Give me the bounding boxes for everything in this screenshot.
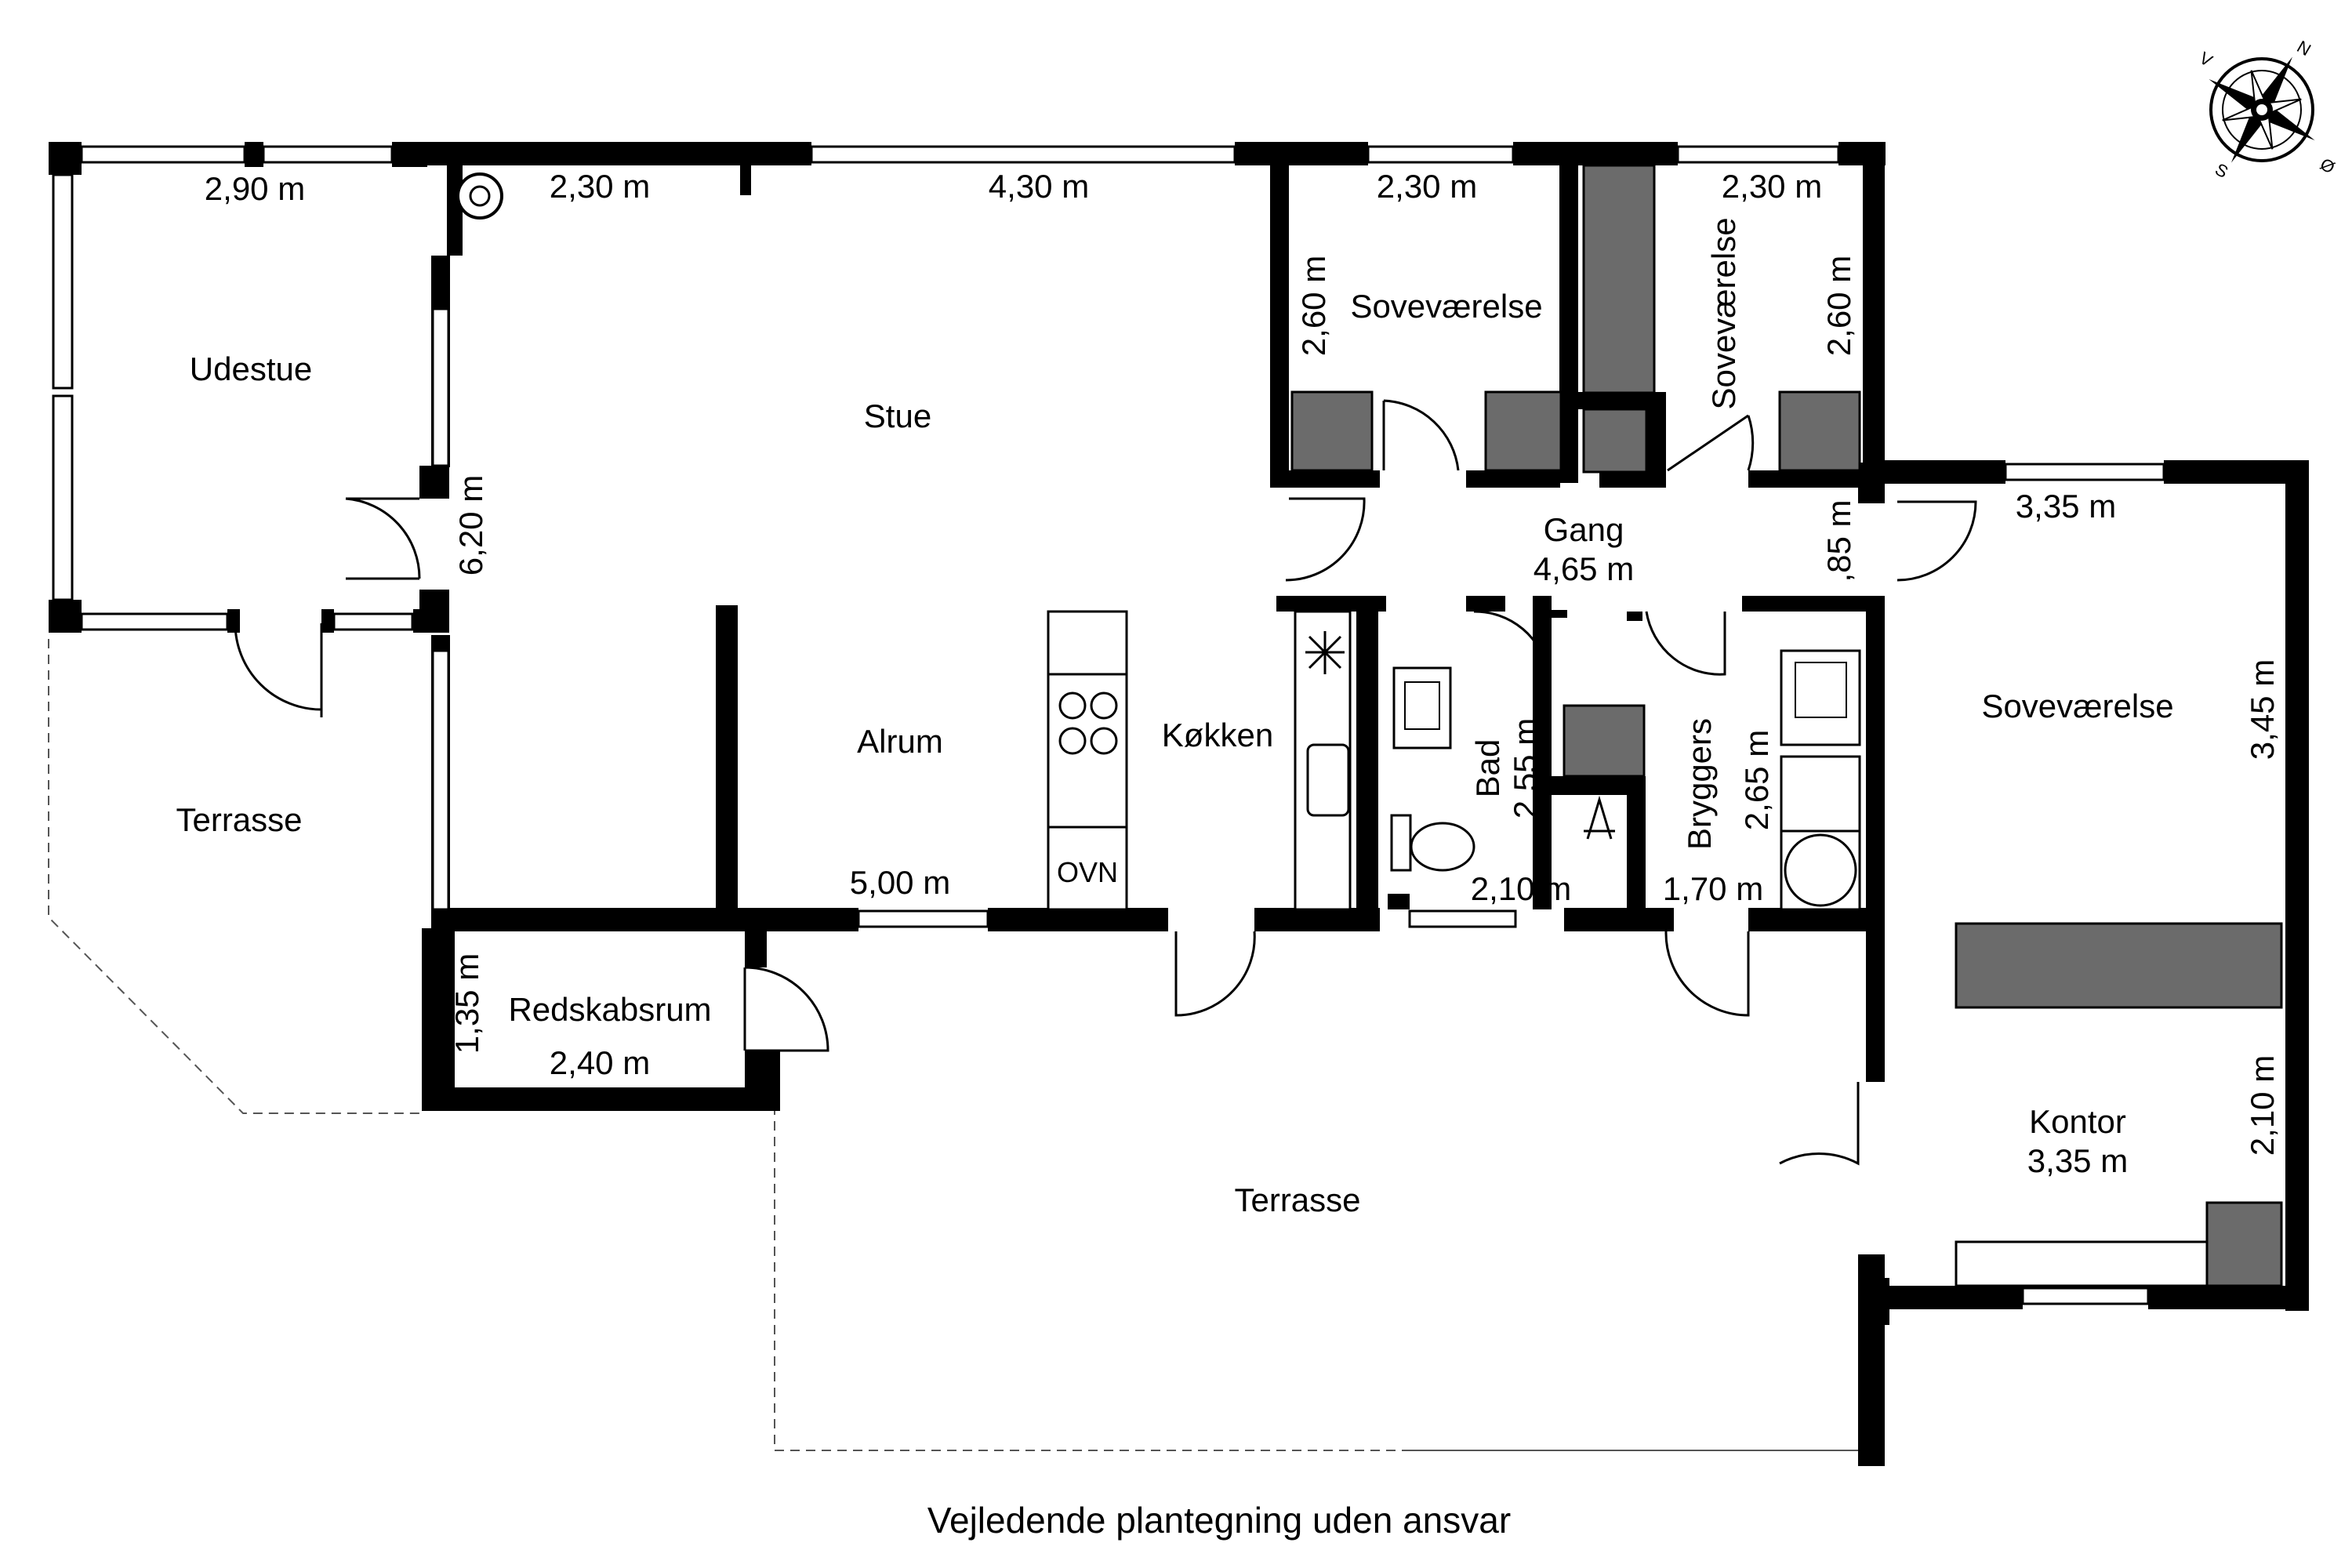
bryggers-width: 1,70 m	[1663, 870, 1763, 907]
bryggers-name: Bryggers	[1681, 718, 1718, 850]
gang-width: 4,65 m	[1534, 550, 1634, 587]
doors	[234, 399, 1977, 1166]
terrasse-south-name: Terrasse	[1234, 1181, 1360, 1218]
walls	[49, 142, 2309, 1466]
gang-depth: ,85 m	[1820, 499, 1857, 582]
alrum-width: 5,00 m	[850, 864, 950, 901]
compass-s: S	[2212, 159, 2231, 182]
koekken-name: Køkken	[1162, 717, 1273, 753]
kontor-depth: 2,10 m	[2244, 1055, 2281, 1156]
windows	[52, 145, 2165, 1305]
stue-name: Stue	[864, 397, 931, 434]
bad-width: 2,10 m	[1471, 870, 1571, 907]
sove2-name: Soveværelse	[1705, 217, 1742, 409]
compass-o: Ø	[2317, 154, 2338, 177]
bryggers-depth: 2,65 m	[1738, 730, 1775, 830]
fixtures	[456, 164, 2283, 1287]
alrum-name: Alrum	[857, 723, 943, 760]
sove3-depth: 3,45 m	[2244, 659, 2281, 760]
sove3-width: 3,35 m	[2016, 488, 2116, 524]
sove1-name: Soveværelse	[1350, 288, 1542, 325]
udestue-width: 2,90 m	[205, 170, 305, 207]
redskabsrum-width: 2,40 m	[550, 1044, 650, 1081]
udestue-depth: 6,20 m	[452, 475, 489, 575]
oven-label: OVN	[1057, 856, 1118, 888]
bad-depth: 2,55 m	[1507, 718, 1544, 818]
gang-name: Gang	[1544, 511, 1624, 548]
kontor-width: 3,35 m	[2027, 1142, 2128, 1179]
terrasse-west-name: Terrasse	[176, 801, 302, 838]
udestue-name: Udestue	[190, 350, 312, 387]
compass-icon: N V S Ø	[2196, 37, 2338, 182]
room-labels: Udestue 2,90 m 6,20 m Stue 2,30 m 4,30 m…	[176, 168, 2281, 1218]
sove1-width: 2,30 m	[1377, 168, 1477, 205]
compass-v: V	[2196, 48, 2216, 71]
bad-name: Bad	[1469, 739, 1506, 798]
sove2-width: 2,30 m	[1722, 168, 1822, 205]
snowflake-icon	[1305, 631, 1345, 674]
sove2-depth: 2,60 m	[1820, 256, 1857, 356]
kontor-name: Kontor	[2029, 1103, 2126, 1140]
sove3-name: Soveværelse	[1981, 688, 2173, 724]
redskabsrum-depth: 1,35 m	[448, 953, 485, 1054]
stue-width-b: 4,30 m	[989, 168, 1089, 205]
stove-icon	[456, 172, 503, 220]
compass-n: N	[2294, 37, 2314, 60]
redskabsrum-name: Redskabsrum	[508, 991, 711, 1028]
sove1-depth: 2,60 m	[1295, 256, 1332, 356]
disclaimer-footer: Vejledende plantegning uden ansvar	[927, 1500, 1511, 1541]
stue-width-a: 2,30 m	[550, 168, 650, 205]
